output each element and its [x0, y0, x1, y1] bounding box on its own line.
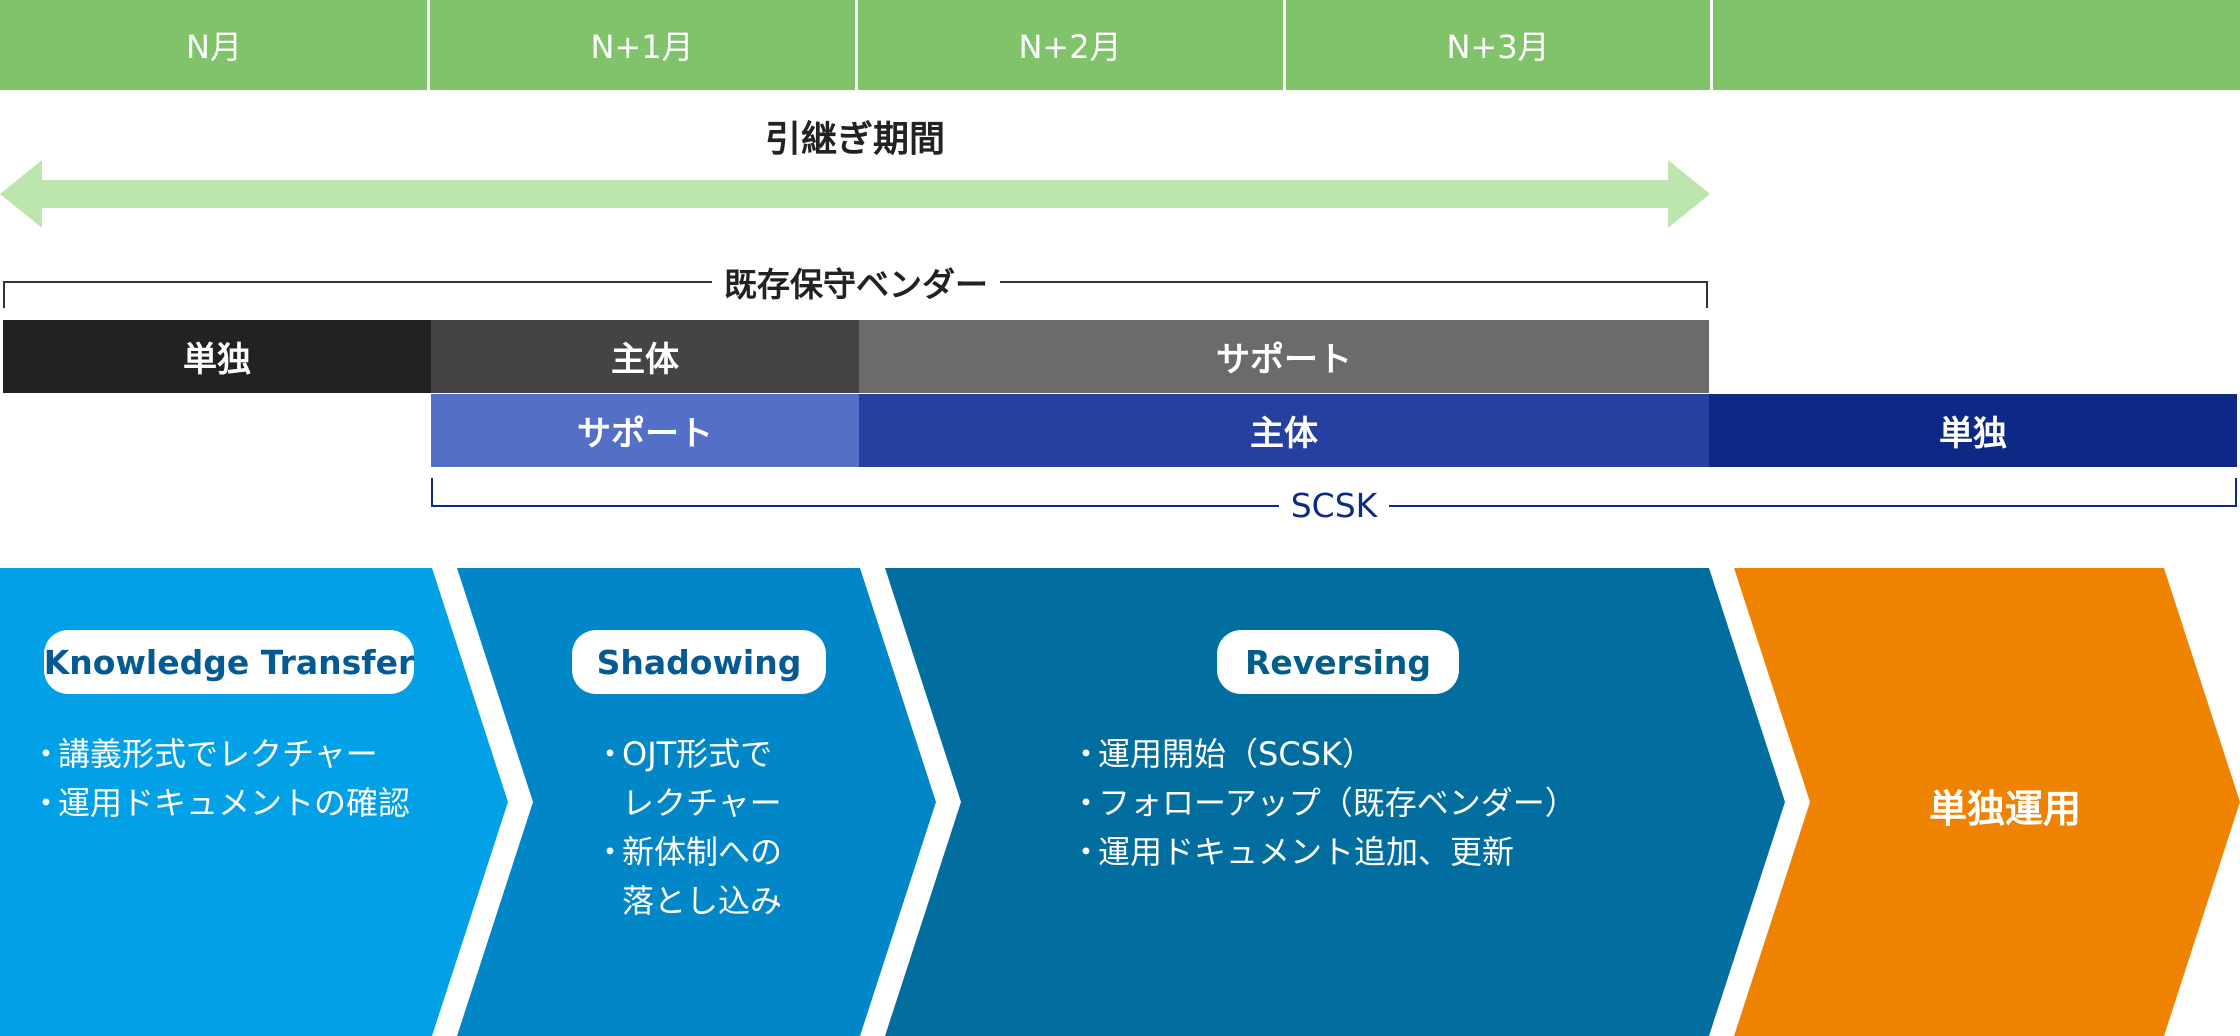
list-item: ・運用ドキュメント追加、更新	[1070, 833, 1515, 871]
period-arrow	[0, 160, 1710, 228]
scsk-band-main: 主体	[859, 394, 1709, 467]
list-item: ・フォローアップ（既存ベンダー）	[1070, 784, 1577, 822]
list-item: ・運用ドキュメントの確認	[30, 784, 411, 822]
phase-2-bullets: ・OJT形式で レクチャー ・新体制への 落とし込み	[594, 730, 854, 926]
scsk-band-solo: 単独	[1709, 394, 2237, 467]
phase-1-title: Knowledge Transfer	[44, 630, 414, 694]
scsk-band-support: サポート	[431, 394, 859, 467]
scsk-label-wrap: SCSK	[432, 486, 2236, 525]
phase-4-chevron	[1734, 568, 2240, 1036]
period-label: 引継ぎ期間	[764, 119, 945, 160]
month-divider	[427, 0, 430, 90]
phase-3-chevron	[885, 568, 1785, 1036]
month-n4	[1712, 0, 2240, 90]
phase-3-bullets: ・運用開始（SCSK） ・フォローアップ（既存ベンダー） ・運用ドキュメント追加…	[1070, 730, 1690, 877]
month-divider	[1710, 0, 1713, 90]
month-n3: N+3月	[1446, 28, 1550, 66]
phase-2-title: Shadowing	[572, 630, 826, 694]
scsk-label: SCSK	[1278, 486, 1390, 525]
list-item: ・講義形式でレクチャー	[30, 735, 378, 773]
month-n2: N+2月	[1018, 28, 1122, 66]
phase-1-bullets: ・講義形式でレクチャー ・運用ドキュメントの確認	[30, 730, 460, 828]
list-item: ・OJT形式で レクチャー	[594, 735, 782, 822]
list-item: ・新体制への 落とし込み	[594, 833, 783, 920]
vendor-band-support: サポート	[859, 320, 1709, 393]
phase-3-title: Reversing	[1217, 630, 1459, 694]
vendor-band-main: 主体	[431, 320, 859, 393]
month-bar	[0, 0, 2240, 90]
month-divider	[855, 0, 858, 90]
list-item: ・運用開始（SCSK）	[1070, 735, 1374, 773]
phase-4-title: 単独運用	[1928, 787, 2081, 831]
vendor-label: 既存保守ベンダー	[712, 258, 1000, 306]
vendor-band-solo: 単独	[3, 320, 431, 393]
month-n1: N+1月	[590, 28, 694, 66]
month-n: N月	[186, 28, 242, 66]
vendor-label-wrap: 既存保守ベンダー	[0, 258, 1712, 306]
month-divider	[1283, 0, 1286, 90]
